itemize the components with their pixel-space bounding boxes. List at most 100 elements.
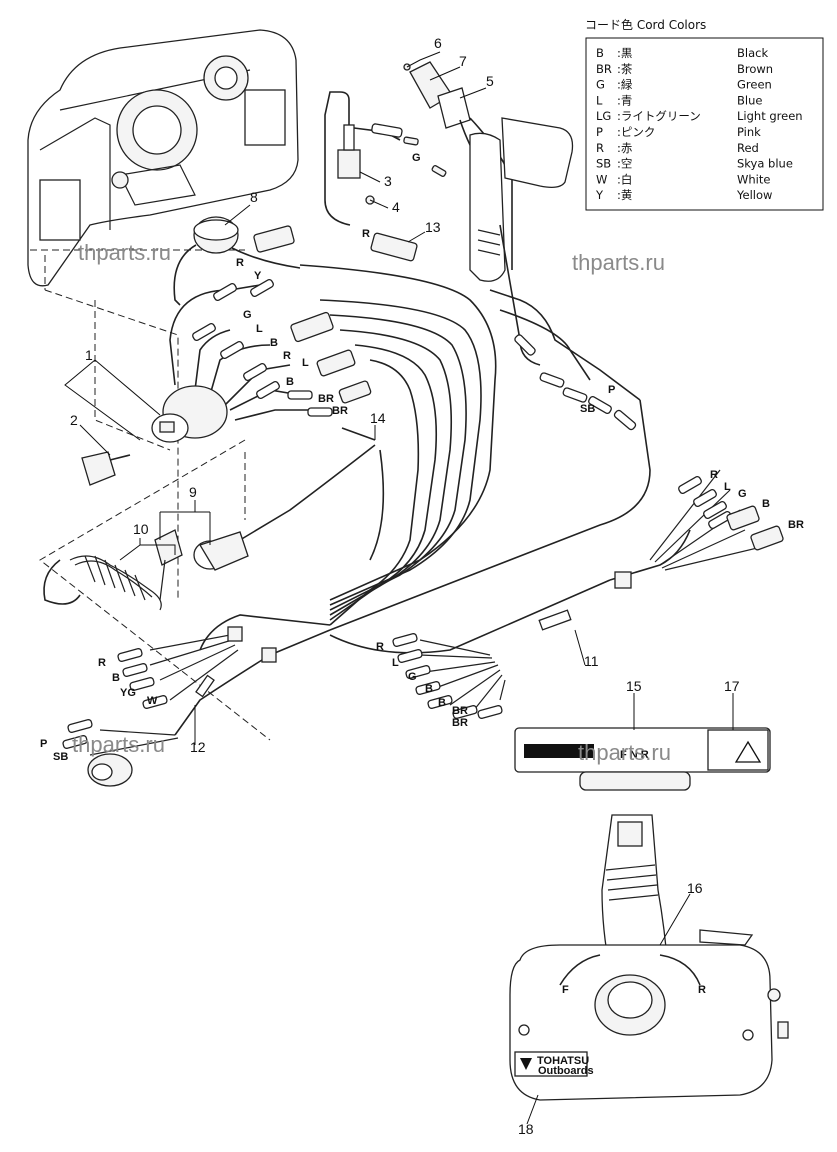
connector-8-side [253, 225, 295, 253]
wire-terminal [613, 409, 637, 431]
legend-code: G [596, 78, 605, 92]
wire-label-g: G [408, 671, 417, 683]
callout-6: 6 [434, 35, 442, 51]
lever-decal: F N R [514, 727, 771, 791]
wire-terminal [256, 380, 280, 400]
callout-3: 3 [384, 173, 392, 189]
legend-jp: :青 [617, 93, 632, 107]
wire-terminal [62, 735, 88, 749]
remote-control-housing [27, 29, 299, 287]
legend-code: LG [596, 109, 611, 123]
wire-label-r: R [362, 228, 370, 240]
wire-terminal [392, 633, 418, 647]
legend-code: Y [595, 188, 604, 202]
wire-terminal [415, 681, 441, 695]
wire-terminal [129, 677, 155, 691]
wire-terminal [117, 648, 143, 662]
harness-sleeves [195, 571, 632, 698]
legend-en: Brown [737, 62, 773, 76]
wire-terminal [477, 705, 503, 719]
legend-jp: :黄 [617, 188, 632, 202]
callout-8: 8 [250, 189, 258, 205]
callout-15: 15 [626, 678, 642, 694]
wire-label-p: P [608, 384, 615, 396]
legend-code: W [596, 172, 607, 186]
wire-terminal [243, 362, 267, 382]
lever-r-label: R [698, 984, 706, 996]
callout-1: 1 [85, 347, 93, 363]
trim-handle [469, 117, 574, 282]
wire-label-y: Y [254, 270, 262, 282]
wire-label-b: B [438, 697, 446, 709]
callout-13: 13 [425, 219, 441, 235]
legend-en: Pink [737, 125, 761, 139]
wire-label-b: B [270, 337, 278, 349]
callout-7: 7 [459, 53, 467, 69]
lanyard-cord [43, 529, 183, 611]
wire-terminal [142, 695, 168, 709]
legend-jp: :空 [617, 157, 632, 171]
legend-en: Light green [737, 109, 803, 123]
legend-en: White [737, 172, 770, 186]
callout-18: 18 [518, 1121, 534, 1137]
wire-terminal [678, 475, 702, 495]
wire-terminal [213, 282, 237, 302]
connector-13 [370, 232, 418, 262]
wire-label-l: L [724, 481, 731, 493]
wire-terminal [427, 695, 453, 709]
main-switch [151, 385, 228, 443]
wire-label-b: B [112, 672, 120, 684]
reference-line [44, 255, 179, 600]
control-box: F R TOHATSU Outboards [509, 814, 789, 1101]
wire-label-sb: SB [580, 403, 595, 415]
wire-label-r: R [710, 469, 718, 481]
wire-label-b: B [425, 683, 433, 695]
legend-en: Black [737, 46, 768, 60]
wire-terminal [539, 372, 565, 388]
wire-labels: G R R Y G L B R L B BR BR P SB R L G B B… [40, 152, 804, 763]
legend-frame [585, 37, 824, 211]
wire-terminal [122, 663, 148, 677]
multi-connectors [290, 311, 784, 551]
watermark: thparts.ru [578, 740, 671, 765]
wire-terminal [405, 665, 431, 679]
trim-plug [87, 753, 133, 787]
wire-label-br: BR [788, 519, 804, 531]
legend-title: コード色 Cord Colors [585, 18, 706, 32]
wire-label-r: R [283, 350, 291, 362]
wire-terminal [287, 390, 313, 400]
legend-en: Green [737, 78, 772, 92]
reference-line [94, 300, 171, 451]
watermarks: thparts.ru thparts.ru thparts.ru thparts… [72, 240, 671, 765]
wire-label-l: L [392, 657, 399, 669]
watermark: thparts.ru [72, 732, 165, 757]
legend-code: R [596, 141, 604, 155]
wire-terminal [514, 334, 536, 356]
wire-label-p: P [40, 738, 47, 750]
wire-label-sb: SB [53, 751, 68, 763]
neutral-switch [324, 91, 401, 226]
leader-lines [64, 51, 734, 1125]
brand-sub: Outboards [538, 1065, 594, 1077]
wire-label-br: BR [332, 405, 348, 417]
wire-terminal [220, 340, 244, 360]
callout-4: 4 [392, 199, 400, 215]
wire-terminal [250, 278, 274, 298]
legend-en: Blue [737, 93, 762, 107]
wire-terminal [192, 322, 216, 342]
legend-code: P [596, 125, 603, 139]
wire-terminal [703, 500, 727, 520]
wire-label-g: G [738, 488, 747, 500]
legend-en: Red [737, 141, 759, 155]
connector-group-top [371, 123, 447, 178]
legend-code: L [596, 93, 603, 107]
callout-10: 10 [133, 521, 149, 537]
legend-en: Skya blue [737, 157, 793, 171]
callout-2: 2 [70, 412, 78, 428]
wire-label-r: R [376, 641, 384, 653]
wire-terminal [307, 407, 333, 417]
buzzer [173, 216, 301, 306]
legend-jp: :ピンク [617, 125, 655, 139]
legend-code: SB [596, 157, 611, 171]
